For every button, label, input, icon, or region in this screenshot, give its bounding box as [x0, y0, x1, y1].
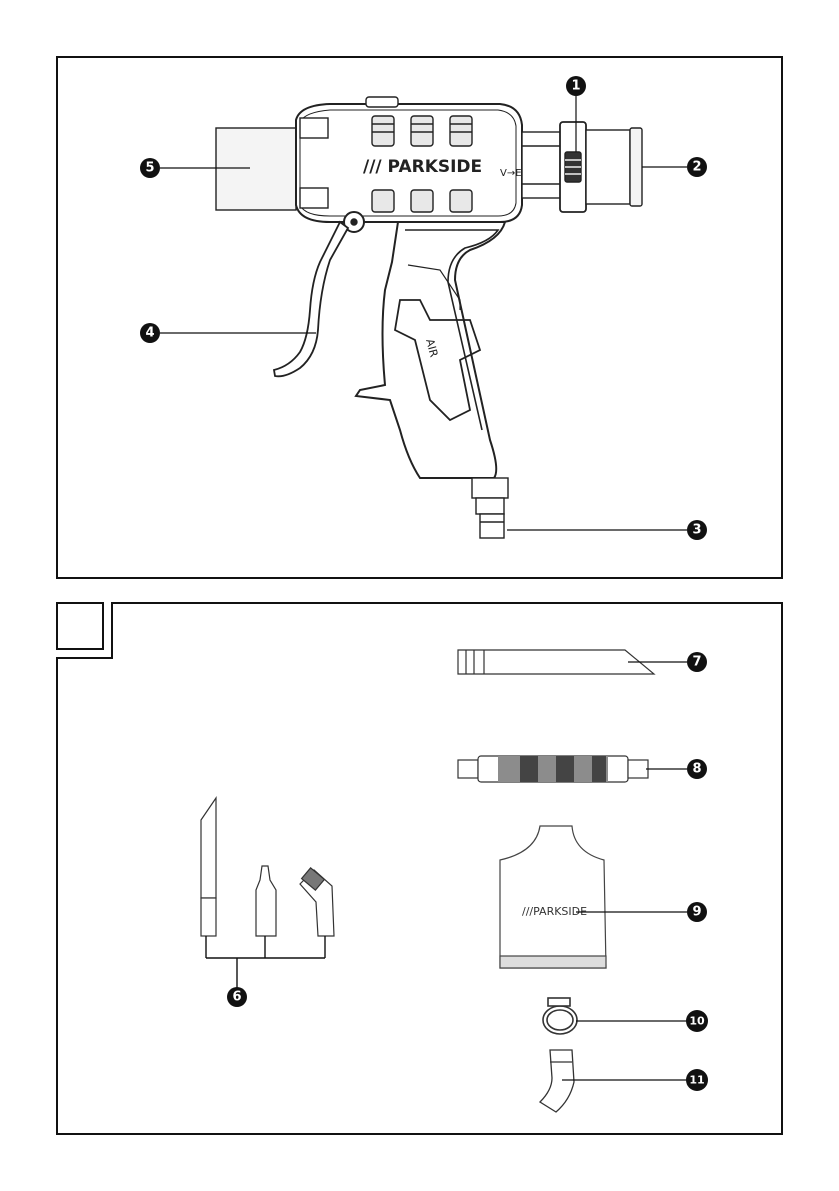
callout-7: 7 — [687, 652, 707, 672]
gun-side-mark: V→E — [500, 168, 522, 179]
bottom-panel-frame — [57, 603, 782, 1134]
collection-bag-illustration — [500, 826, 606, 968]
callout-3: 3 — [687, 520, 707, 540]
angled-adapter-illustration — [540, 1050, 574, 1112]
hose-clamp-illustration — [543, 998, 577, 1034]
callout-1: 1 — [566, 76, 586, 96]
callout-9-label: 9 — [692, 905, 701, 920]
callout-6: 6 — [227, 987, 247, 1007]
callout-7-label: 7 — [692, 655, 701, 670]
callout-1-label: 1 — [571, 79, 580, 94]
callout-4-label: 4 — [145, 326, 154, 341]
gun-brand-text: /// PARKSIDE — [363, 157, 482, 177]
callout-3-label: 3 — [692, 523, 701, 538]
callout-10-label: 10 — [689, 1015, 705, 1028]
bottom-panel-corner-box — [57, 603, 103, 649]
nozzle-set-bracket — [206, 936, 325, 988]
callout-6-label: 6 — [232, 990, 241, 1005]
nozzle-set-illustration — [201, 798, 334, 936]
callout-5: 5 — [140, 158, 160, 178]
callout-11: 11 — [686, 1069, 708, 1091]
callout-8-label: 8 — [692, 762, 701, 777]
callout-5-label: 5 — [145, 161, 154, 176]
callout-2-label: 2 — [692, 160, 701, 175]
extension-tube-illustration — [458, 756, 648, 782]
callout-10: 10 — [686, 1010, 708, 1032]
callout-11-label: 11 — [689, 1074, 704, 1087]
callout-8: 8 — [687, 759, 707, 779]
callout-2: 2 — [687, 157, 707, 177]
callout-4: 4 — [140, 323, 160, 343]
callout-9: 9 — [687, 902, 707, 922]
flat-nozzle-illustration — [458, 650, 654, 674]
